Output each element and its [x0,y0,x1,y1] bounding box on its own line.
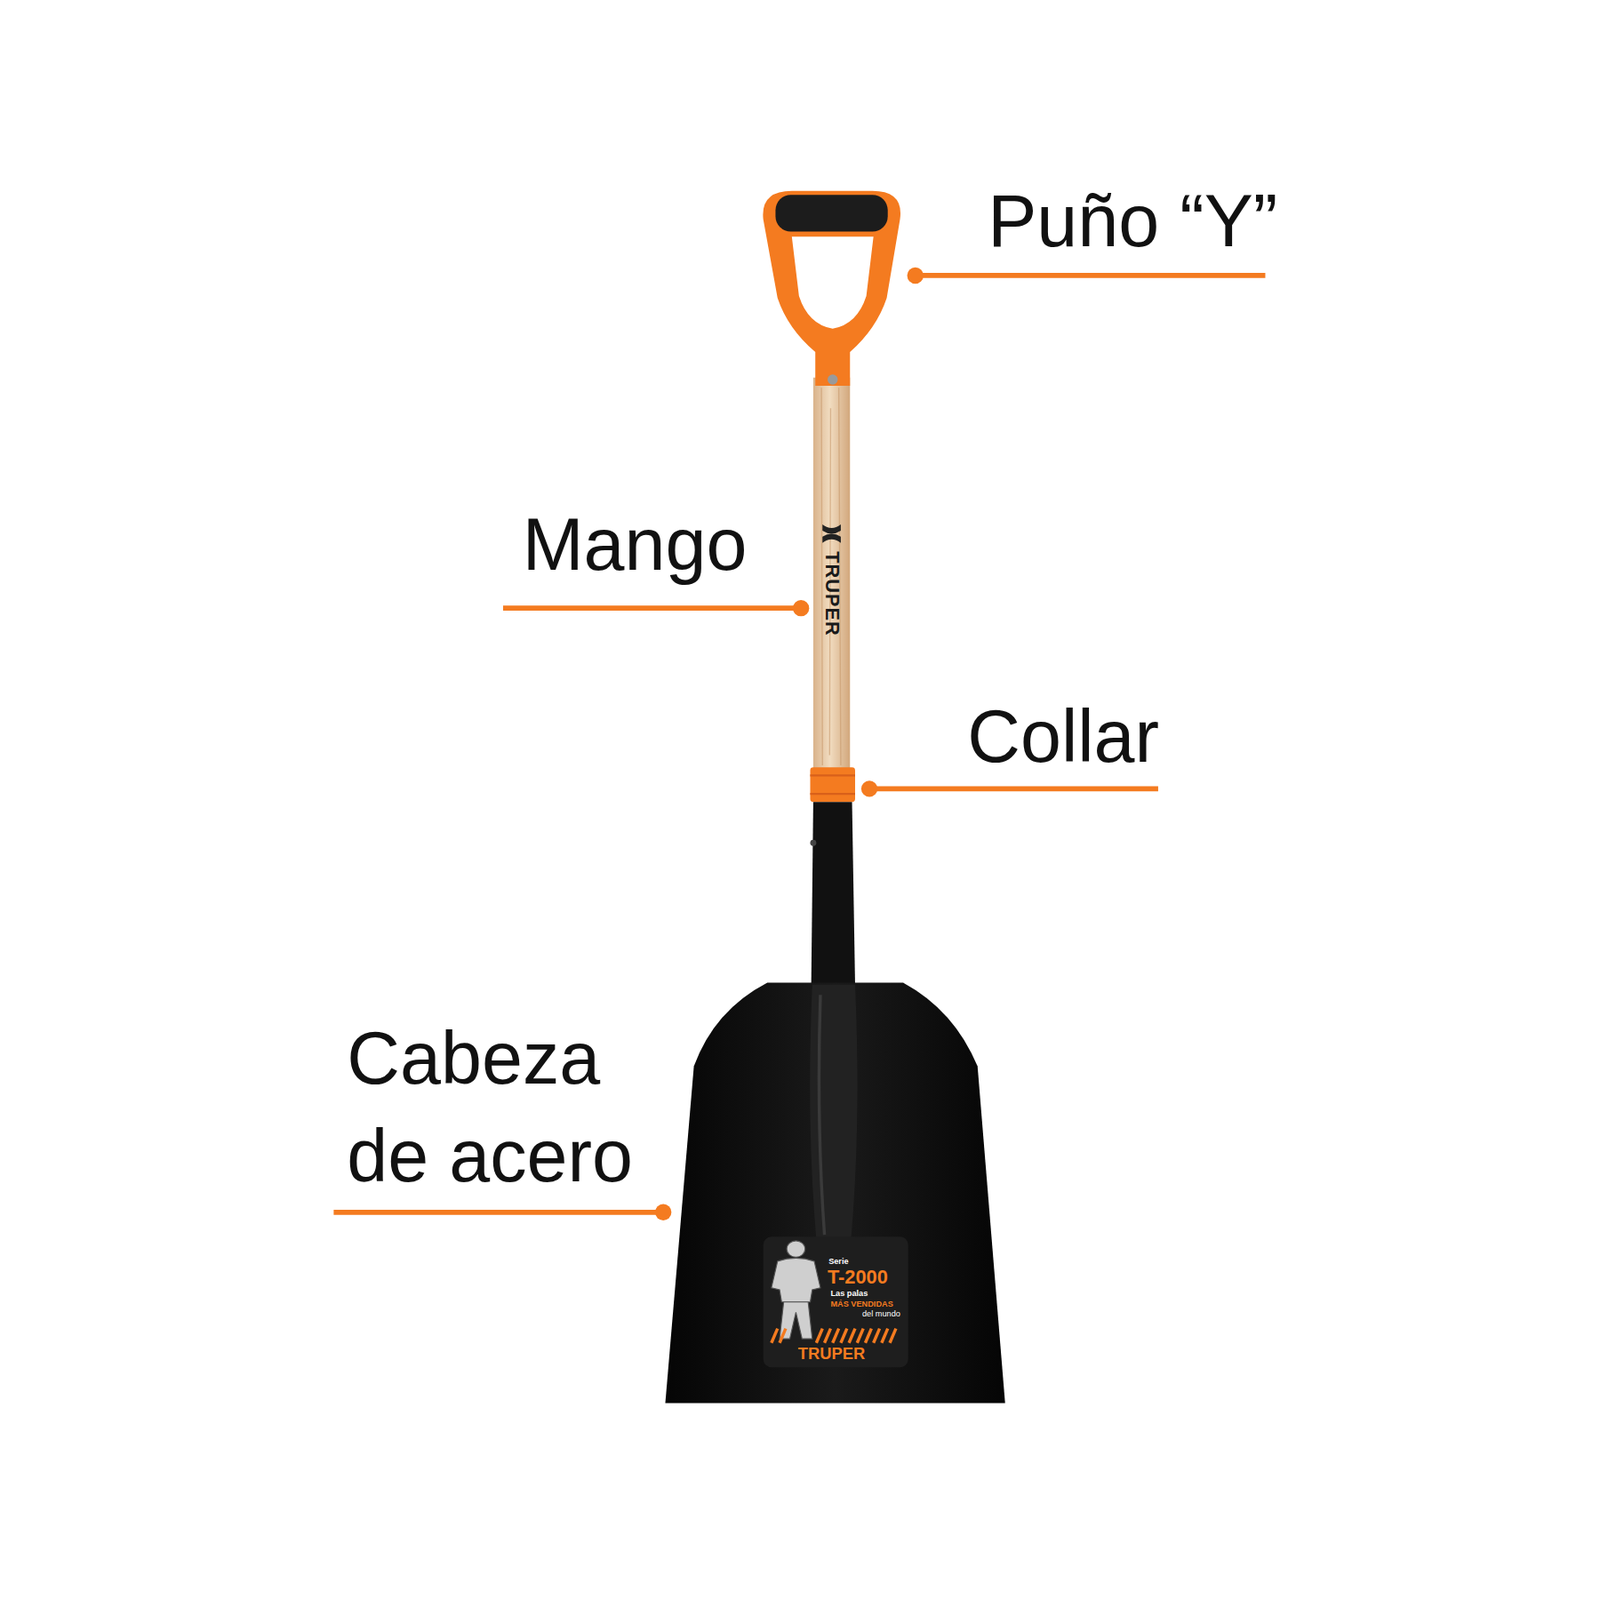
wood-grain [821,387,841,766]
rib-highlight [818,994,824,1235]
sticker-title: T-2000 [827,1267,888,1288]
collar [809,767,856,802]
center-rib [809,984,857,1240]
part-label: Cabeza de acero [346,1009,653,1204]
warning-stripes [771,1328,896,1344]
part-label: Collar [967,700,1160,775]
sticker-text: MÁS VENDIDAS [830,1300,893,1309]
collar-ring [809,774,856,776]
socket [811,801,856,984]
d-grip [762,191,901,386]
truper-logo [822,524,841,544]
steel-head [664,982,1005,1403]
leader-dot [907,267,924,284]
rivet [827,374,838,384]
sticker-brand: TRUPER [798,1345,865,1362]
brand-text: TRUPER [822,551,842,637]
leader-line [503,605,801,611]
sticker [763,1236,909,1368]
sticker-text: Las palas [830,1289,868,1298]
grip-bar [775,194,888,232]
leader-line [869,786,1159,792]
rivet [809,840,816,847]
leader-dot [861,780,878,797]
part-label: Mango [522,508,748,583]
collar-ring [809,792,856,795]
leader-line [333,1209,664,1216]
sticker-text: Serie [828,1257,848,1266]
worker-figure [771,1240,821,1339]
part-label: Puño “Y” [987,184,1278,259]
sticker-text: del mundo [862,1310,901,1319]
leader-dot [655,1204,672,1221]
leader-line [915,272,1266,279]
leader-dot [792,600,809,616]
wood-shaft [813,377,850,772]
